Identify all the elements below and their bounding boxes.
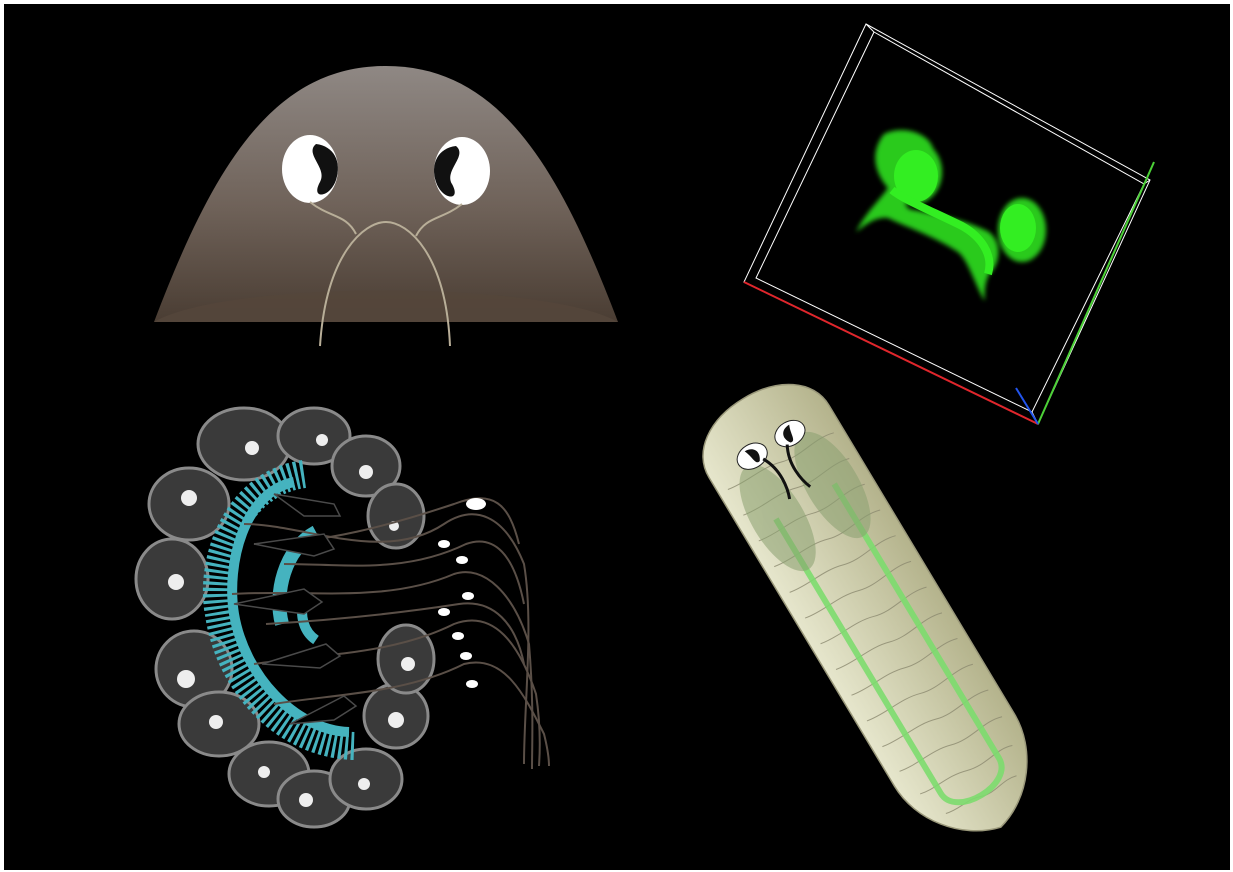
worm-head-panel <box>154 66 618 346</box>
fluorescent-signal <box>856 130 1046 301</box>
worm-head-body <box>154 66 618 322</box>
neuron-cell-bodies <box>438 498 486 688</box>
planarian-body-panel <box>683 363 1061 864</box>
left-eye-icon <box>282 135 338 203</box>
eye-section-panel <box>136 408 549 827</box>
confocal-volume-panel <box>744 24 1154 424</box>
right-eye-icon <box>434 137 490 205</box>
planarian-body <box>683 363 1061 864</box>
figure-svg <box>4 4 1230 870</box>
y-axis-line <box>1038 162 1154 424</box>
figure-canvas <box>4 4 1230 870</box>
